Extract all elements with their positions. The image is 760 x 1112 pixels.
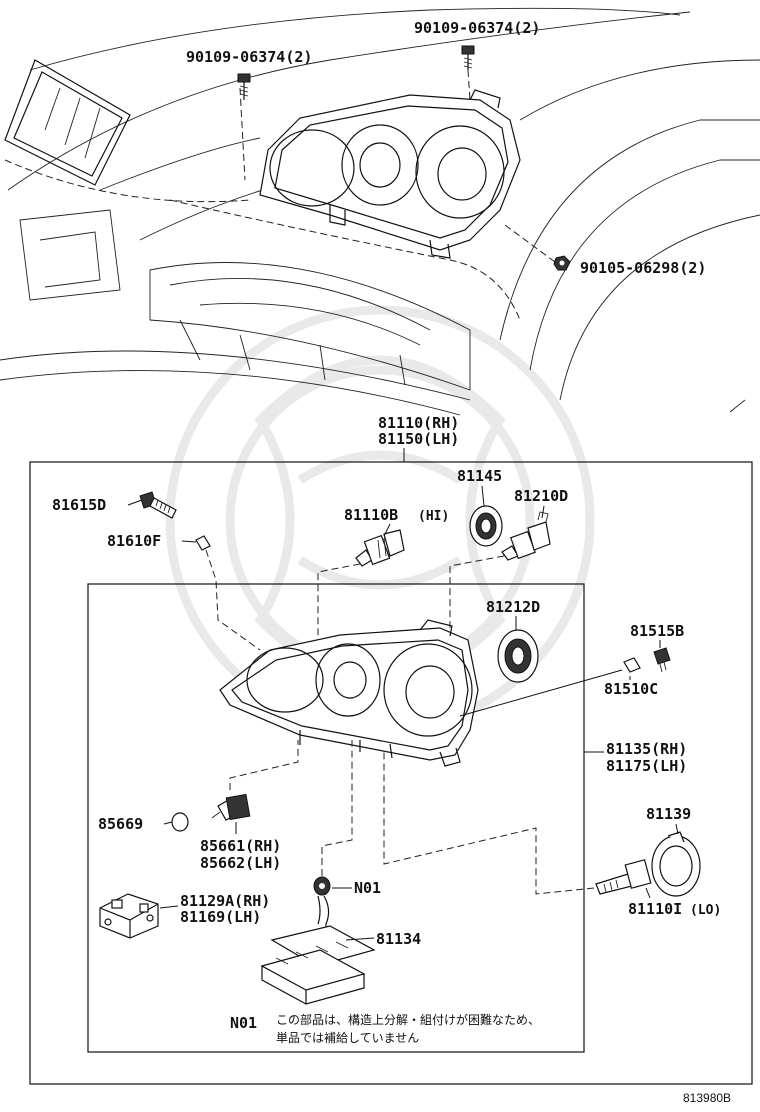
seal-81139-icon (651, 831, 701, 897)
housing-frame (87, 583, 585, 1053)
headlamp-housing (219, 619, 479, 767)
label-81510c: 81510C (604, 680, 658, 698)
label-81610f: 81610F (107, 532, 161, 550)
bulb-hi-icon (355, 529, 405, 567)
cap-81510c-icon (623, 657, 641, 673)
seal-81212d-icon (497, 629, 539, 683)
bolt-right-label: 90109-06374(2) (414, 19, 540, 37)
bolt-right-icon (461, 45, 475, 70)
ballast-81134-icon (260, 925, 376, 1005)
label-81110b: 81110B (344, 506, 398, 524)
label-81212d: 81212D (486, 598, 540, 616)
label-housing-rh: 81135(RH) (606, 740, 687, 758)
label-81110i-suffix: (LO) (690, 903, 721, 918)
label-housing-lh: 81175(LH) (606, 757, 687, 775)
connector-n01-icon (313, 876, 331, 936)
diagram-id: 813980B (683, 1091, 731, 1105)
nut-icon (553, 255, 571, 271)
bolt-left-icon (237, 73, 251, 100)
igniter-81129a-icon (99, 893, 159, 939)
nut-label: 90105-06298(2) (580, 259, 706, 277)
label-81134: 81134 (376, 930, 421, 948)
assembly-frame (29, 461, 753, 1085)
note-line-2: 単品では補給していません (276, 1031, 419, 1045)
screw-81515b-icon (653, 647, 671, 673)
cap-81610f-icon (195, 535, 211, 551)
label-ballast-rh: 81129A(RH) (180, 892, 270, 910)
label-81110b-suffix: (HI) (418, 509, 449, 524)
label-81210d: 81210D (514, 487, 568, 505)
oring-85669-icon (171, 812, 189, 832)
label-81515b: 81515B (630, 622, 684, 640)
note-line-1: この部品は、構造上分解・組付けが困難なため、 (276, 1012, 540, 1027)
screw-81615d-icon (139, 491, 177, 519)
label-81110i: 81110I (628, 900, 682, 918)
label-81139: 81139 (646, 805, 691, 823)
label-n01: N01 (354, 879, 381, 897)
assembly-rh-label: 81110(RH) (378, 414, 459, 432)
note-code: N01 (230, 1014, 257, 1032)
label-85669: 85669 (98, 815, 143, 833)
bulb-lo-icon (595, 859, 652, 895)
installed-headlamp (259, 89, 521, 259)
label-81615d: 81615D (52, 496, 106, 514)
bulb-81210d-icon (501, 511, 551, 561)
label-socket-lh: 85662(LH) (200, 854, 281, 872)
assembly-lh-label: 81150(LH) (378, 430, 459, 448)
socket-85661-icon (211, 793, 251, 821)
seal-81145-icon (469, 505, 503, 547)
label-socket-rh: 85661(RH) (200, 837, 281, 855)
label-ballast-lh: 81169(LH) (180, 908, 261, 926)
label-81145: 81145 (457, 467, 502, 485)
bolt-left-label: 90109-06374(2) (186, 48, 312, 66)
car-front-body (0, 7, 760, 416)
